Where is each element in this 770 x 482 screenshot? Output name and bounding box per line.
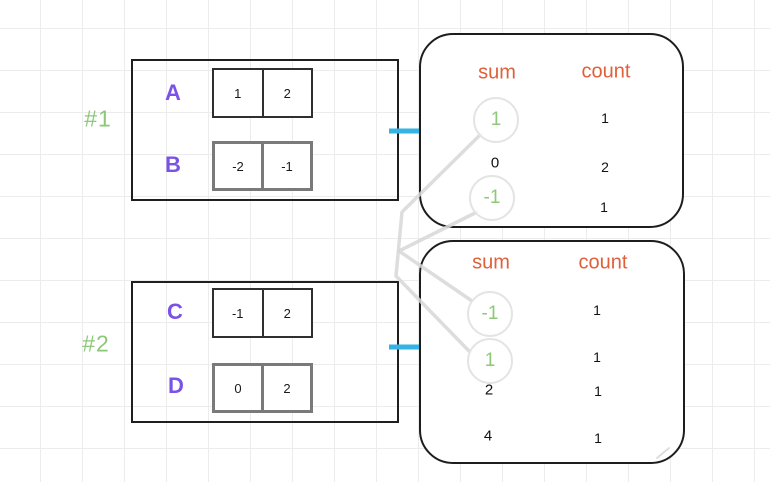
array-name-c: C (167, 299, 183, 324)
count-value: 1 (594, 383, 602, 399)
example-2-result-box (419, 240, 685, 464)
cell-value: -1 (231, 305, 244, 321)
array-b-cells: -2 -1 (212, 141, 313, 191)
sum-value-highlighted: -1 (481, 303, 499, 324)
count-value: 1 (600, 199, 608, 215)
sum-value-highlighted: -1 (483, 187, 501, 208)
count-value: 1 (593, 349, 601, 365)
sum-value: 0 (490, 154, 500, 172)
example-1-result-box (419, 33, 684, 228)
array-d-cells: 0 2 (212, 363, 313, 413)
cell-value: 0 (234, 380, 242, 396)
array-a-cells: 1 2 (212, 68, 313, 118)
array-cell: 1 (214, 70, 264, 116)
sum-value-highlighted: 1 (490, 109, 502, 130)
sum-header: sum (478, 61, 516, 84)
array-name-a: A (165, 80, 181, 105)
highlight-circle: 1 (467, 338, 513, 384)
array-cell: 2 (264, 70, 312, 116)
count-header: count (578, 251, 628, 274)
sum-value: 4 (483, 427, 493, 445)
cell-value: 1 (234, 85, 242, 101)
example-1-label: #1 (84, 105, 112, 132)
sum-value-highlighted: 1 (484, 350, 496, 371)
array-cell: -1 (264, 144, 310, 188)
cell-value: -1 (281, 158, 293, 174)
count-value: 2 (601, 159, 609, 175)
array-name-d: D (168, 373, 184, 398)
highlight-circle: 1 (473, 97, 519, 143)
highlight-circle: -1 (469, 175, 515, 221)
count-value: 1 (601, 110, 609, 126)
count-header: count (581, 60, 631, 83)
example-2-array-box (131, 281, 399, 423)
array-cell: 0 (215, 366, 264, 410)
example-2-label: #2 (82, 330, 110, 357)
sum-value: 2 (484, 381, 494, 399)
array-c-cells: -1 2 (212, 288, 313, 338)
array-cell: -2 (215, 144, 264, 188)
count-value: 1 (594, 430, 602, 446)
array-name-b: B (165, 152, 181, 177)
count-value: 1 (593, 302, 601, 318)
cell-value: 2 (283, 85, 291, 101)
cell-value: 2 (283, 380, 291, 396)
array-cell: 2 (264, 290, 312, 336)
cell-value: -2 (232, 158, 244, 174)
array-cell: 2 (264, 366, 310, 410)
array-cell: -1 (214, 290, 264, 336)
highlight-circle: -1 (467, 291, 513, 337)
cell-value: 2 (283, 305, 291, 321)
sum-header: sum (472, 251, 510, 274)
